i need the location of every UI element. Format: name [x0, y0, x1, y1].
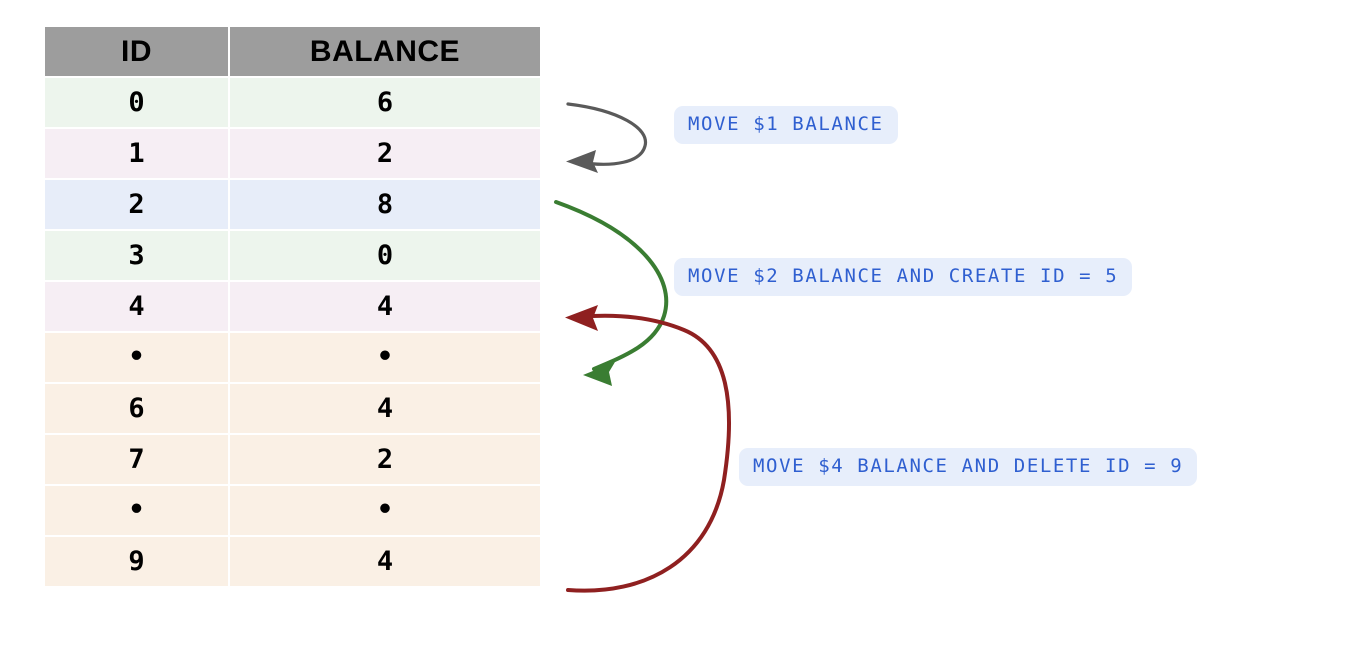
cell-balance: 2: [230, 435, 540, 484]
arrow-move-4: [565, 305, 732, 593]
cell-balance: 4: [230, 282, 540, 331]
cell-id-ellipsis: •: [45, 333, 228, 382]
cell-id: 4: [45, 282, 228, 331]
cell-balance: 4: [230, 537, 540, 586]
cell-id: 6: [45, 384, 228, 433]
annotation-move-1-balance: MOVE $1 BALANCE: [674, 106, 898, 144]
cell-balance: 0: [230, 231, 540, 280]
cell-id-ellipsis: •: [45, 486, 228, 535]
arrow-move-2: [554, 200, 669, 386]
cell-balance: 2: [230, 129, 540, 178]
cell-id: 2: [45, 180, 228, 229]
annotation-move-2-balance-create: MOVE $2 BALANCE AND CREATE ID = 5: [674, 258, 1133, 296]
table-header-row: ID BALANCE: [45, 27, 540, 76]
cell-id: 1: [45, 129, 228, 178]
cell-id: 3: [45, 231, 228, 280]
cell-balance: 4: [230, 384, 540, 433]
cell-id: 9: [45, 537, 228, 586]
annotation-move-4-balance-delete: MOVE $4 BALANCE AND DELETE ID = 9: [739, 448, 1198, 486]
cell-balance: 8: [230, 180, 540, 229]
cell-balance-ellipsis: •: [230, 333, 540, 382]
table-row: ••: [45, 333, 540, 382]
table-row: ••: [45, 486, 540, 535]
cell-balance: 6: [230, 78, 540, 127]
column-header-balance: BALANCE: [230, 27, 540, 76]
arrow-move-1: [566, 102, 648, 173]
cell-balance-ellipsis: •: [230, 486, 540, 535]
cell-id: 7: [45, 435, 228, 484]
column-header-id: ID: [45, 27, 228, 76]
cell-id: 0: [45, 78, 228, 127]
